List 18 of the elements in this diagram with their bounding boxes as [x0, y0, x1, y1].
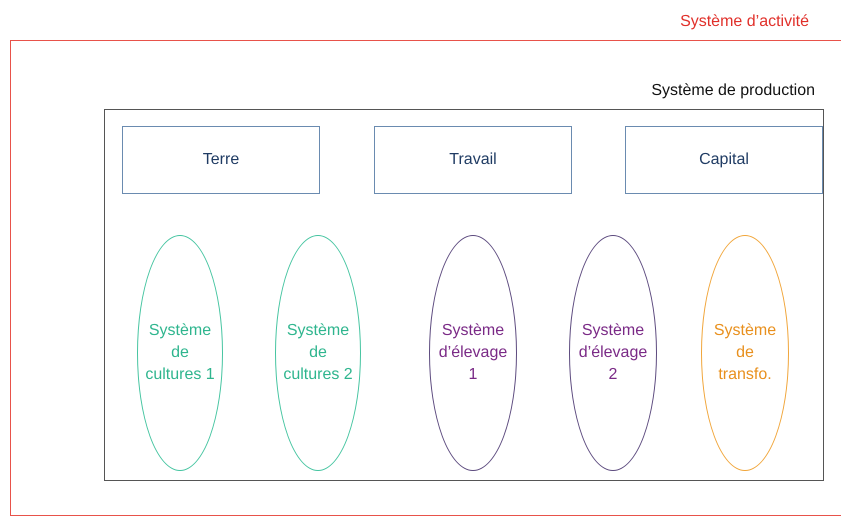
- node-label: Système de transfo.: [712, 321, 778, 385]
- group-title: Système de production: [651, 82, 815, 100]
- node-label: Capital: [698, 150, 750, 170]
- group-title: Système d’activité: [680, 13, 809, 31]
- node-label: Terre: [202, 150, 240, 170]
- node-label: Système d’élevage 1: [438, 321, 508, 385]
- ellipse-node: [701, 235, 789, 471]
- box-node: [625, 126, 823, 194]
- ellipse-node: [569, 235, 657, 471]
- ellipse-node: [275, 235, 361, 471]
- node-label: Travail: [448, 150, 498, 170]
- box-node: [122, 126, 320, 194]
- ellipse-node: [137, 235, 223, 471]
- box-node: [374, 126, 572, 194]
- node-label: Système de cultures 1: [144, 321, 216, 385]
- node-label: Système d’élevage 2: [578, 321, 648, 385]
- node-label: Système de cultures 2: [282, 321, 354, 385]
- ellipse-node: [429, 235, 517, 471]
